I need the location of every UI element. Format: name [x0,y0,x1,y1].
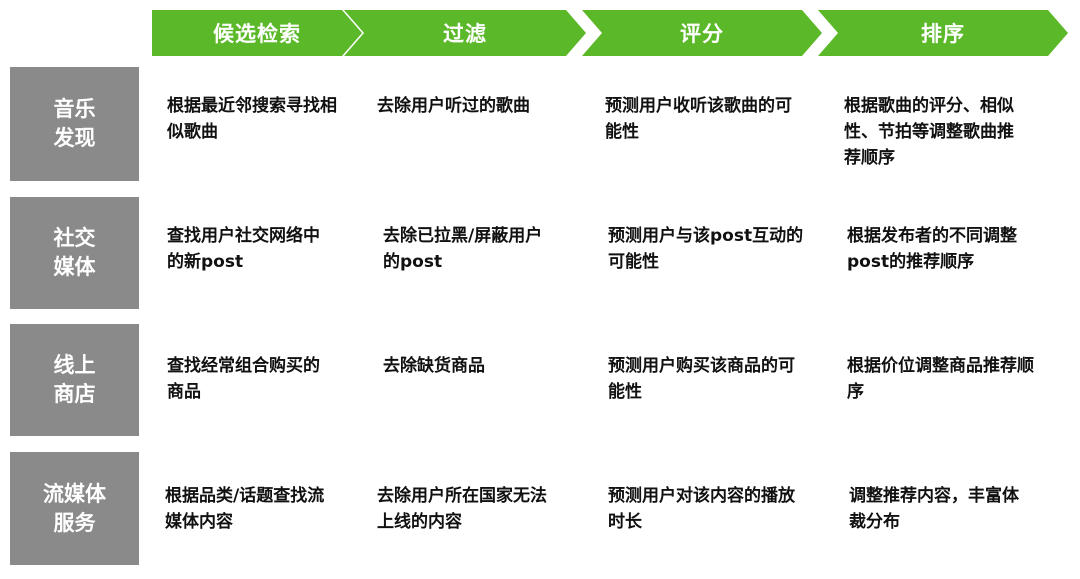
row-label-line: 发现 [53,126,96,150]
row-label-social-media: 社交 媒体 [10,197,139,309]
cell-scoring: 预测用户购买该商品的可能性 [608,356,795,402]
header-step-label: 过滤 [443,22,487,46]
header-step-filter: 过滤 [344,10,586,56]
cell-retrieval: 根据最近邻搜索寻找相似歌曲 [167,96,337,142]
cell-ranking: 根据价位调整商品推荐顺序 [847,356,1034,402]
cell-retrieval: 根据品类/话题查找流媒体内容 [165,486,325,532]
cell-retrieval: 查找经常组合购买的商品 [167,356,320,402]
header-step-retrieval: 候选检索 [152,10,362,56]
row-label-line: 流媒体 [43,481,106,506]
cell-ranking: 调整推荐内容，丰富体裁分布 [849,486,1019,532]
cell-ranking: 根据歌曲的评分、相似性、节拍等调整歌曲推荐顺序 [844,96,1014,168]
row-label-text: 音乐 发现 [54,95,96,153]
cell-filter: 去除用户听过的歌曲 [377,96,530,116]
header-step-label: 候选检索 [213,22,301,46]
cell-scoring: 预测用户对该内容的播放时长 [608,486,795,532]
row-label-text: 流媒体 服务 [43,480,106,538]
row-label-line: 线上 [53,353,96,377]
cell-filter: 去除缺货商品 [383,356,485,376]
chevron-shape [344,10,586,56]
cell-filter: 去除已拉黑/屏蔽用户的post [383,226,543,272]
cell-scoring: 预测用户与该post互动的可能性 [608,226,804,272]
cell-retrieval: 查找用户社交网络中的新post [167,226,320,272]
header-step-scoring: 评分 [582,10,822,56]
cell-filter: 去除用户所在国家无法上线的内容 [377,486,547,532]
chevron-shape [818,10,1068,56]
header-step-label: 排序 [921,22,965,46]
row-label-text: 社交 媒体 [54,224,96,282]
cell-ranking: 根据发布者的不同调整post的推荐顺序 [847,226,1017,272]
row-label-music-discovery: 音乐 发现 [10,67,139,181]
row-label-line: 媒体 [53,255,96,279]
row-label-line: 音乐 [53,97,96,121]
row-label-text: 线上 商店 [54,351,96,409]
chevron-shape [582,10,822,56]
header-step-label: 评分 [680,22,724,46]
row-label-line: 社交 [53,226,96,250]
row-label-online-store: 线上 商店 [10,324,139,436]
header-step-ranking: 排序 [818,10,1068,56]
chevron-shape [152,10,362,56]
row-label-streaming-service: 流媒体 服务 [10,452,139,565]
cell-scoring: 预测用户收听该歌曲的可能性 [605,96,792,142]
row-label-line: 服务 [53,510,96,535]
row-label-line: 商店 [53,382,96,406]
